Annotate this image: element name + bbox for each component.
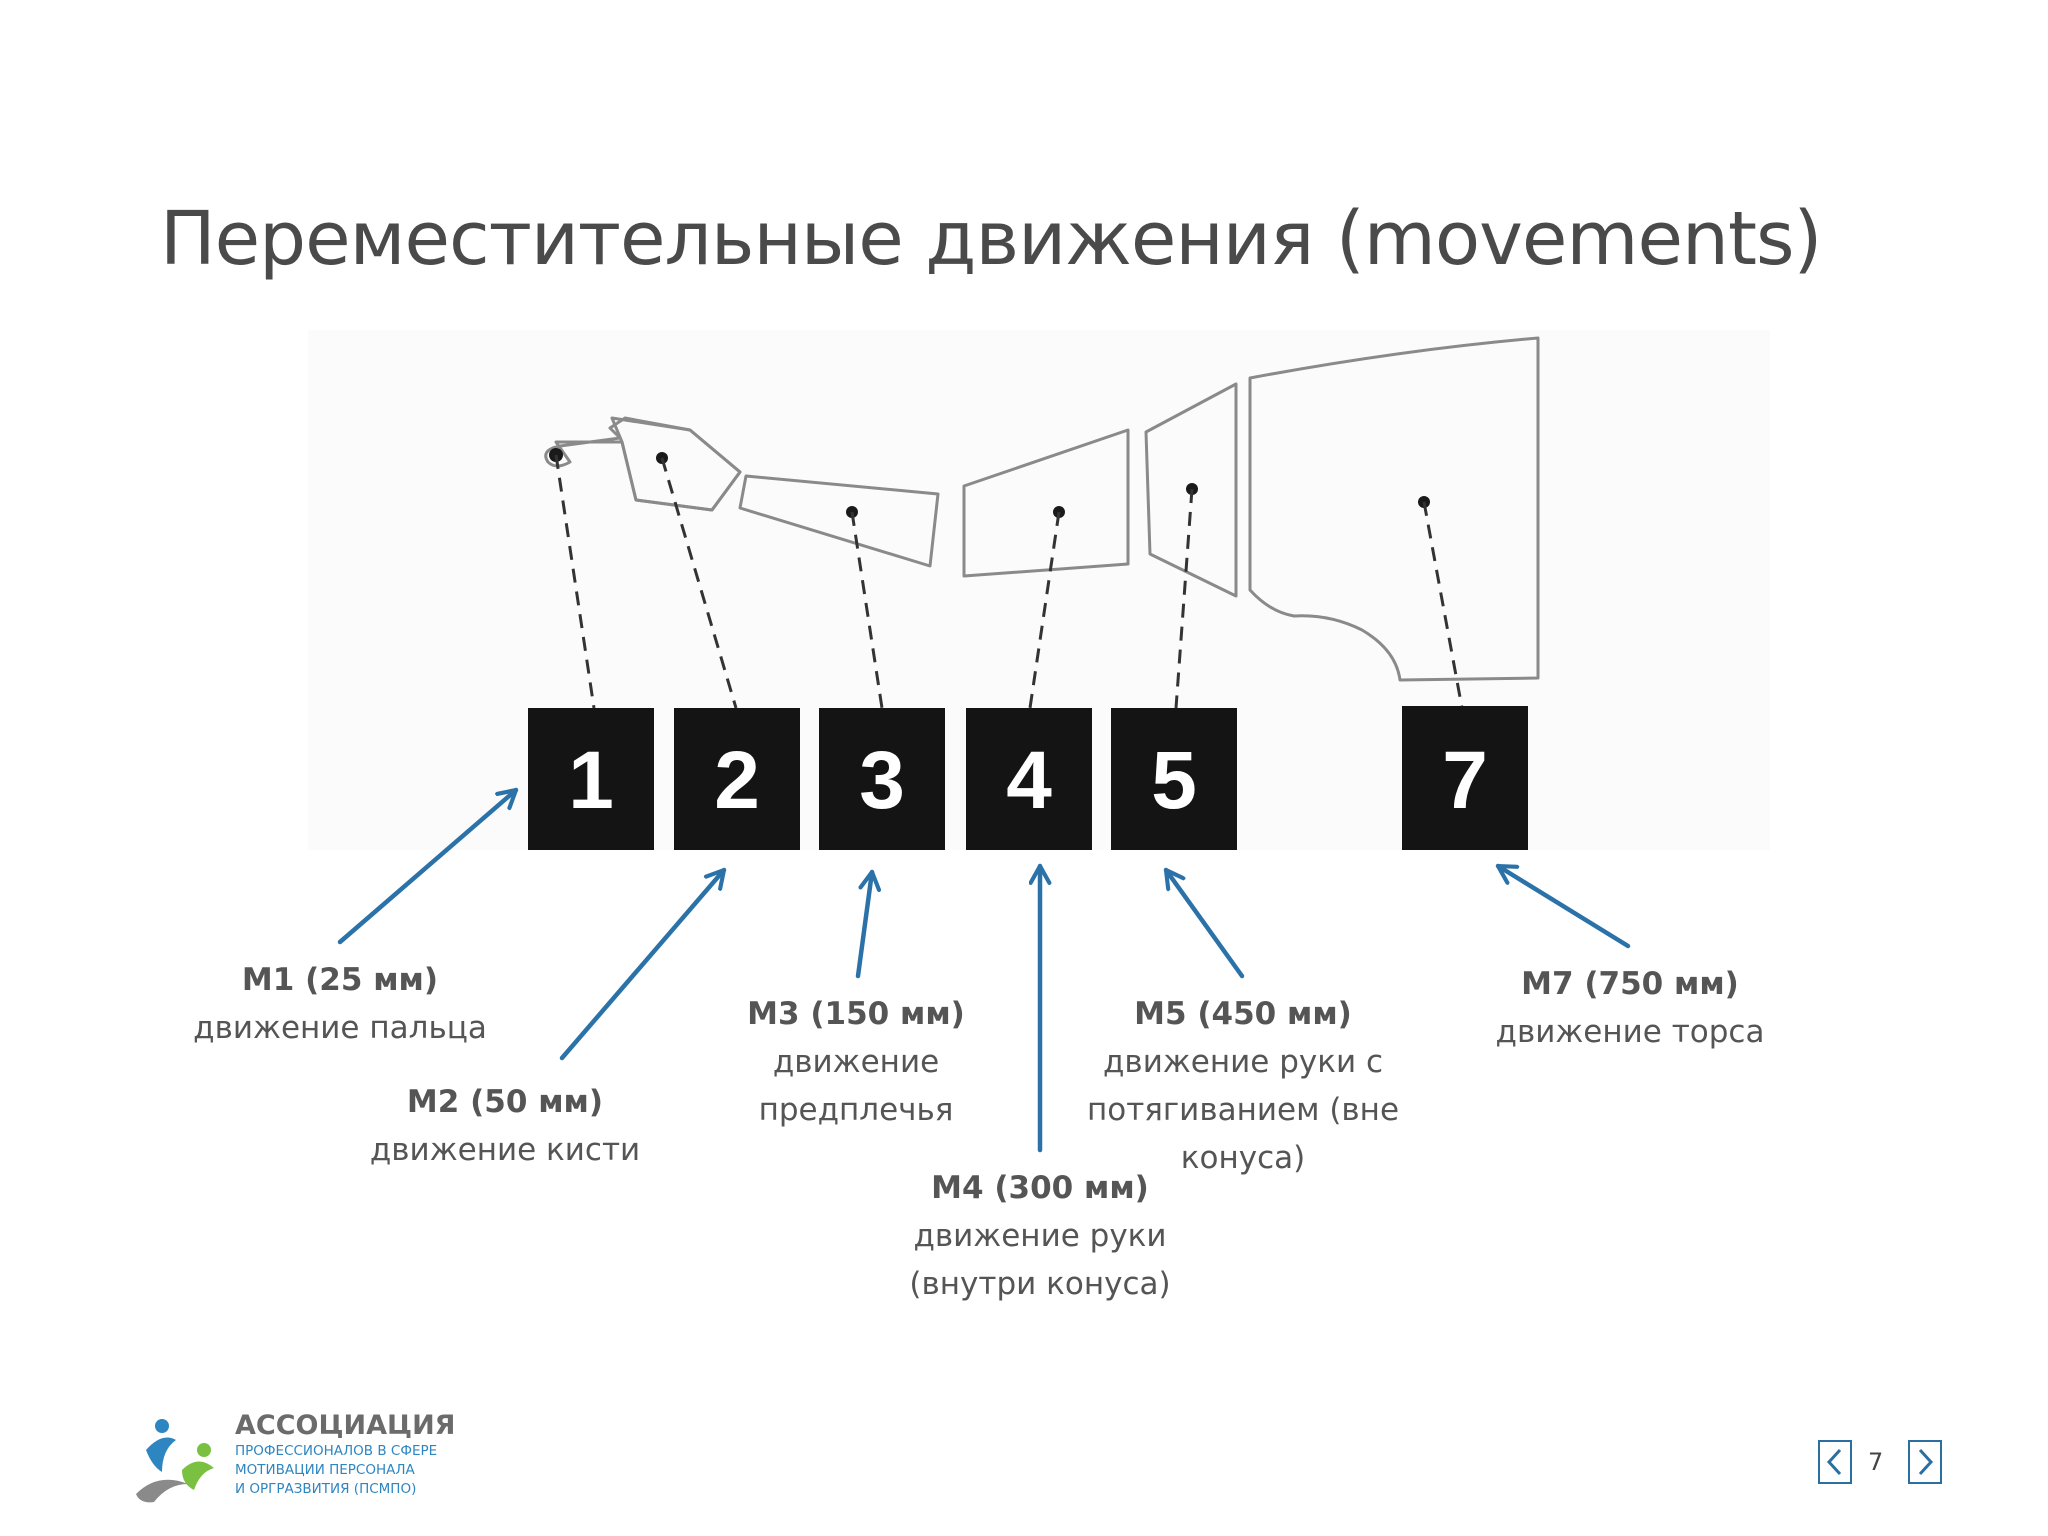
label-m2: M2 (50 мм) движение кисти <box>340 1078 670 1174</box>
prev-slide-button[interactable] <box>1818 1440 1852 1484</box>
number-box-label: 1 <box>568 735 614 826</box>
movement-diagram: 1 2 3 4 5 7 <box>337 336 1631 1153</box>
association-logo: АССОЦИАЦИЯ ПРОФЕССИОНАЛОВ В СФЕРЕ МОТИВА… <box>132 1410 472 1510</box>
association-logo-mark-icon <box>136 1419 214 1503</box>
callout-arrows <box>337 787 1631 1153</box>
arrow-m5 <box>1163 867 1245 979</box>
forearm-outline <box>738 474 940 568</box>
label-desc: движение руки с потягиванием (вне конуса… <box>1086 1044 1400 1176</box>
number-box-label: 3 <box>859 735 905 826</box>
label-desc: движение торса <box>1495 1014 1765 1050</box>
arrow-m1 <box>337 787 519 945</box>
label-m3: M3 (150 мм) движение предплечья <box>706 990 1006 1134</box>
leader-3 <box>850 511 884 709</box>
label-m5: M5 (450 мм) движение руки с потягиванием… <box>1068 990 1418 1182</box>
number-box-1: 1 <box>528 708 654 850</box>
leader-5 <box>1174 488 1194 709</box>
number-box-2: 2 <box>674 708 800 850</box>
number-box-label: 5 <box>1151 735 1197 826</box>
label-code: M2 (50 мм) <box>406 1084 604 1120</box>
number-box-label: 7 <box>1442 735 1488 826</box>
torso-outline <box>1248 336 1540 682</box>
number-box-7: 7 <box>1402 706 1528 850</box>
label-code: M3 (150 мм) <box>747 996 965 1032</box>
number-box-label: 4 <box>1006 735 1052 826</box>
number-box-5: 5 <box>1111 708 1237 850</box>
leader-1 <box>554 454 596 709</box>
logo-title: АССОЦИАЦИЯ <box>235 1410 456 1441</box>
hand-outline <box>610 416 742 512</box>
number-box-label: 2 <box>714 735 760 826</box>
label-desc: движение пальца <box>193 1010 487 1046</box>
logo-line-2: МОТИВАЦИИ ПЕРСОНАЛА <box>235 1462 415 1478</box>
upper-arm-outline <box>962 428 1130 578</box>
label-desc: движение кисти <box>369 1132 641 1168</box>
label-code: M7 (750 мм) <box>1521 966 1739 1002</box>
label-desc: движение руки (внутри конуса) <box>909 1218 1171 1302</box>
logo-line-1: ПРОФЕССИОНАЛОВ В СФЕРЕ <box>235 1443 438 1459</box>
label-m1: M1 (25 мм) движение пальца <box>170 956 510 1052</box>
arrow-m2 <box>559 867 727 1061</box>
shoulder-outline <box>1144 382 1238 598</box>
arrow-m7 <box>1495 863 1631 949</box>
number-box-3: 3 <box>819 708 945 850</box>
chevron-right-icon <box>1918 1448 1934 1476</box>
slide-title: Переместительные движения (movements) <box>160 196 1822 282</box>
label-code: M1 (25 мм) <box>241 962 439 998</box>
number-box-4: 4 <box>966 708 1092 850</box>
next-slide-button[interactable] <box>1908 1440 1942 1484</box>
label-m7: M7 (750 мм) движение торса <box>1460 960 1800 1056</box>
label-desc: движение предплечья <box>758 1044 954 1128</box>
arm-outline <box>544 336 1540 682</box>
label-code: M5 (450 мм) <box>1134 996 1352 1032</box>
page-number: 7 <box>1868 1448 1884 1476</box>
chevron-left-icon <box>1826 1448 1842 1476</box>
label-code: M4 (300 мм) <box>931 1170 1149 1206</box>
leader-4 <box>1028 511 1061 709</box>
arrow-m3 <box>855 869 872 979</box>
label-m4: M4 (300 мм) движение руки (внутри конуса… <box>880 1164 1200 1308</box>
leader-7 <box>1422 501 1464 709</box>
leader-2 <box>660 457 738 709</box>
logo-line-3: И ОРГРАЗВИТИЯ (ПСМПО) <box>235 1481 417 1497</box>
dashed-leaders <box>554 454 1464 709</box>
